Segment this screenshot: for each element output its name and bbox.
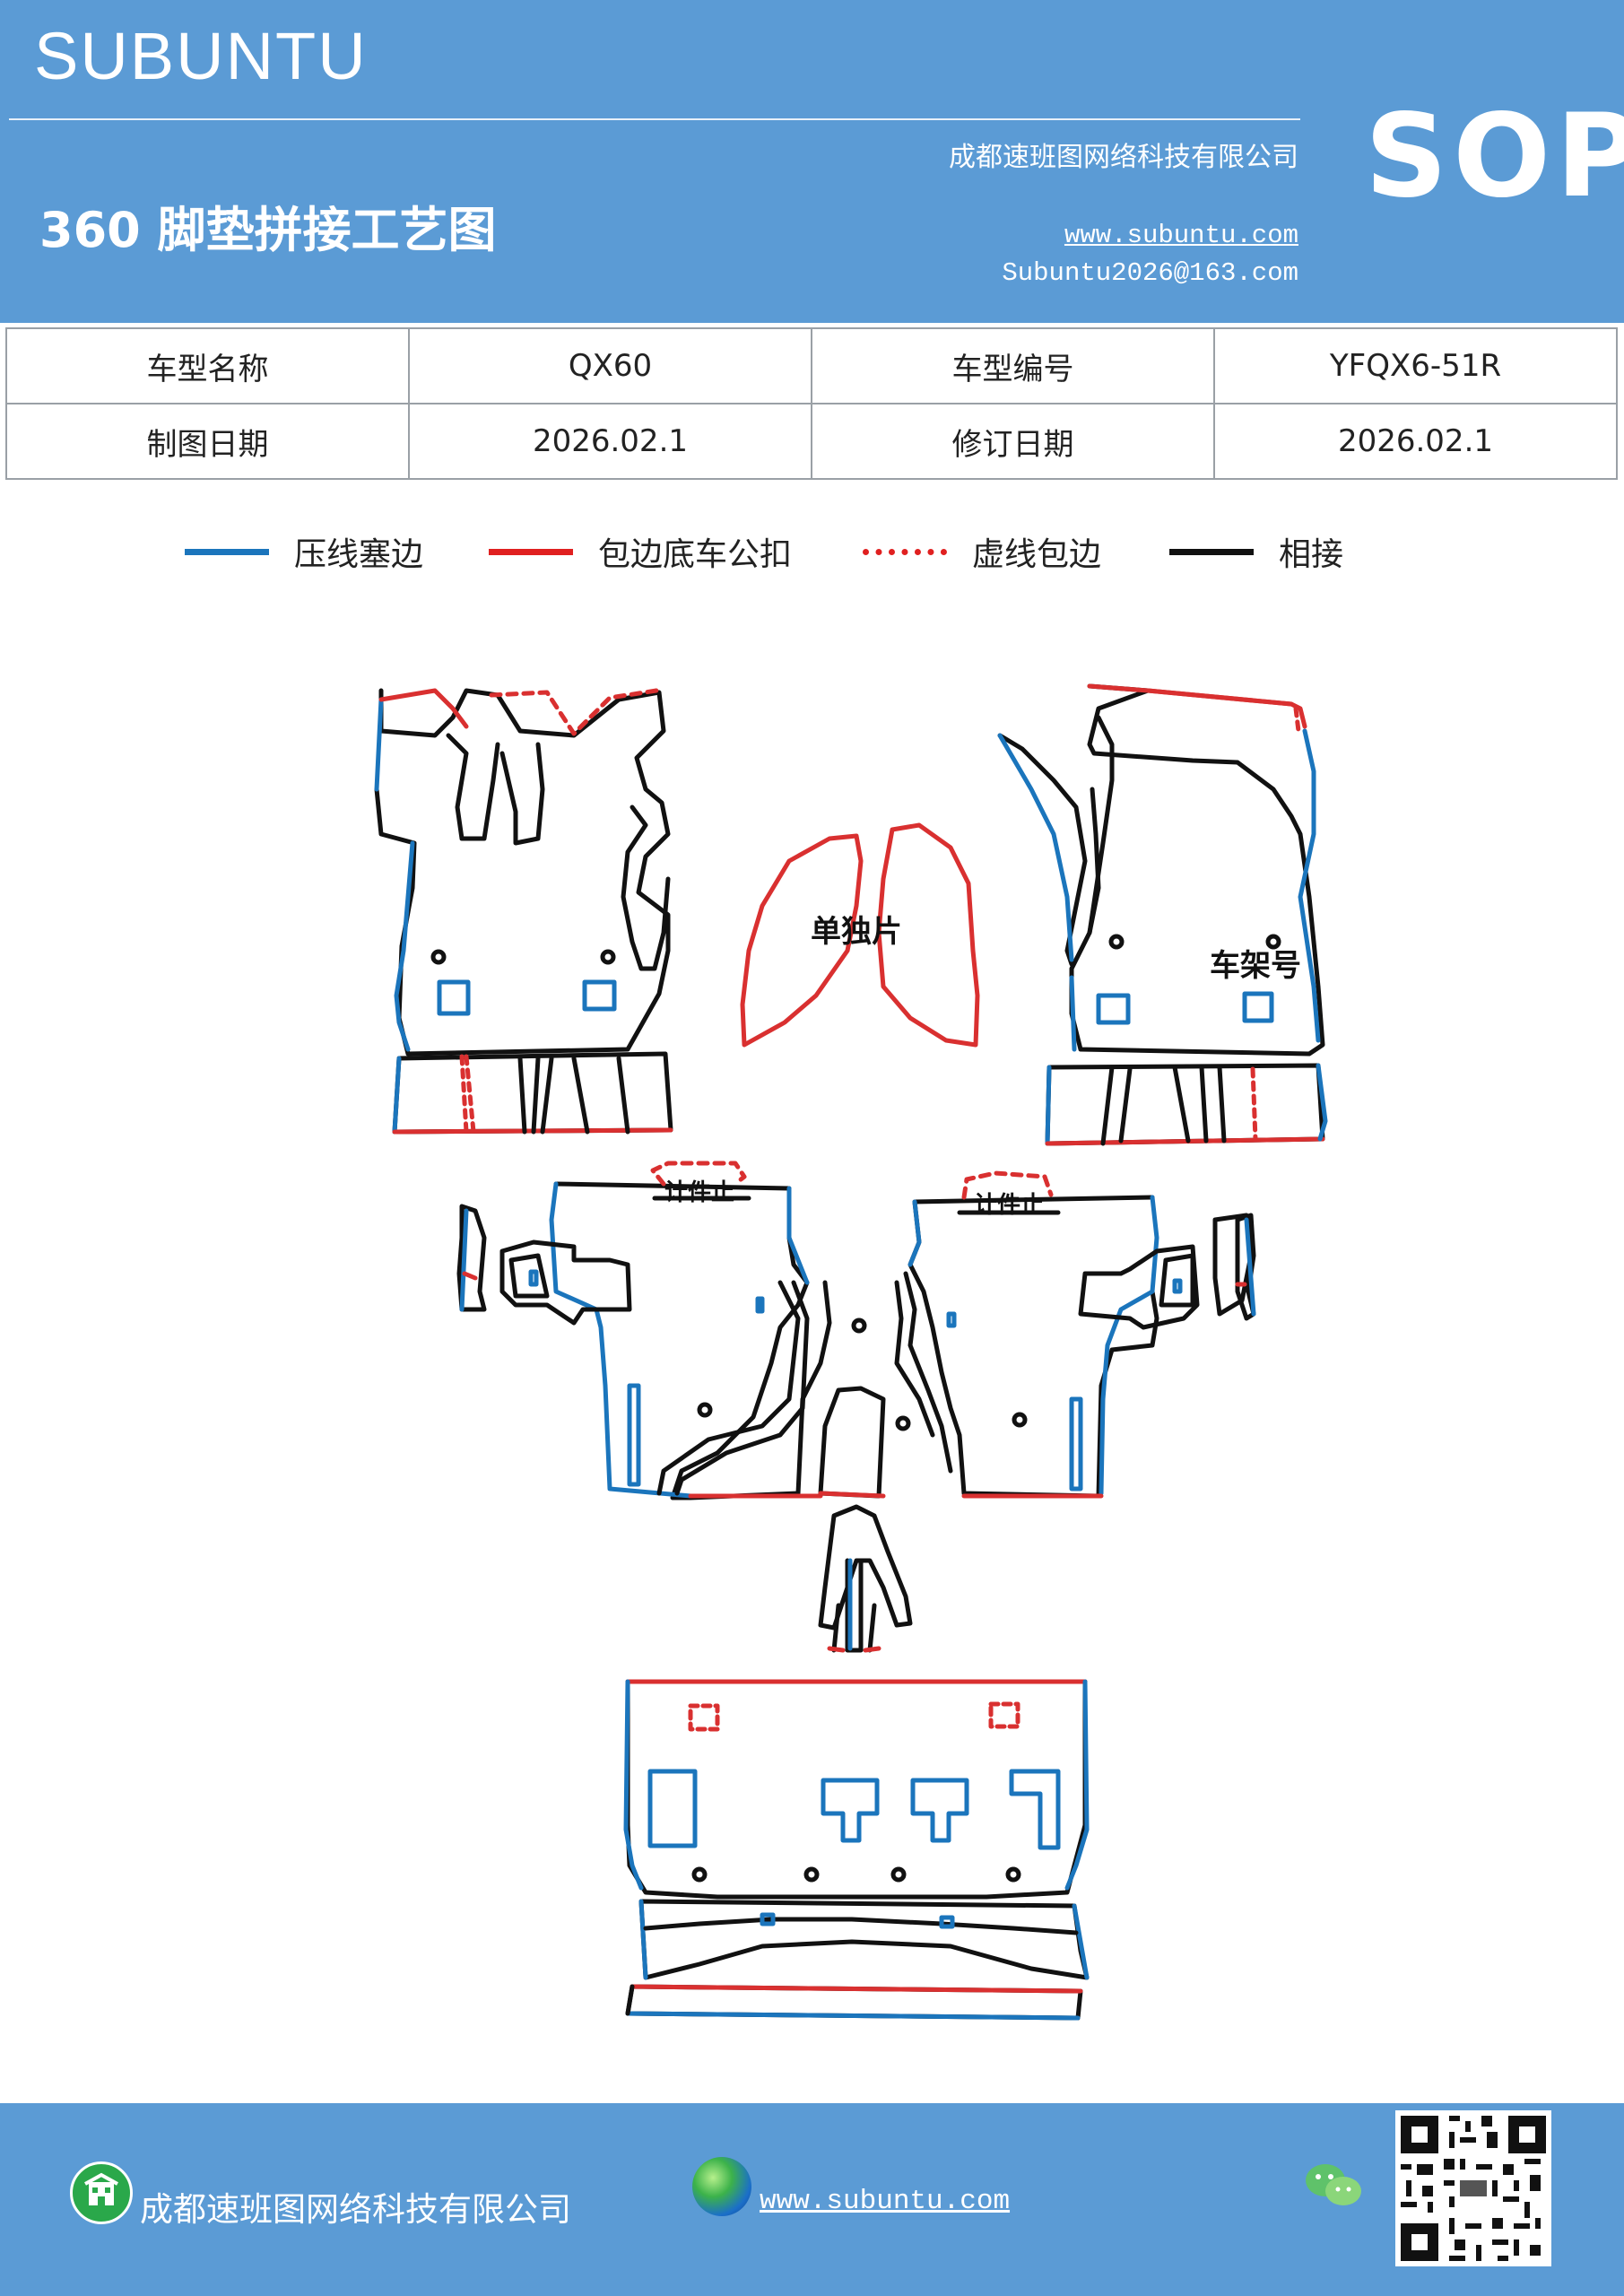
legend-item-edge-buckle: 包边底车公扣 <box>489 525 792 578</box>
header-company: 成都速班图网络科技有限公司 <box>949 142 1298 173</box>
svg-text:计件止: 计件止 <box>974 1192 1044 1219</box>
svg-text:计件止: 计件止 <box>664 1179 734 1206</box>
single-pieces <box>740 822 980 1048</box>
footer-banner: 成都速班图网络科技有限公司 www.subuntu.com <box>0 2103 1624 2296</box>
label-revision-date: 修订日期 <box>811 403 1215 480</box>
page-title: 360 脚垫拼接工艺图 <box>39 202 497 258</box>
middle-right-mat: 计件止 <box>818 1170 1256 1499</box>
legend-item-dashed-edge: 虚线包边 <box>863 525 1101 578</box>
center-tunnel-piece <box>818 1504 913 1653</box>
company-building-icon <box>70 2161 133 2224</box>
brand-name: SUBUNTU <box>34 19 368 93</box>
header-divider <box>9 118 1300 120</box>
value-model-name: QX60 <box>408 327 812 404</box>
qr-code <box>1395 2110 1551 2266</box>
legend-swatch-blue <box>185 548 269 555</box>
label-vin: 车架号 <box>1210 948 1301 984</box>
value-drawing-date: 2026.02.1 <box>408 403 812 480</box>
value-revision-date: 2026.02.1 <box>1213 403 1618 480</box>
header-website-link[interactable]: www.subuntu.com <box>1064 221 1298 250</box>
wechat-icon[interactable] <box>1302 2159 1365 2213</box>
sop-badge: SOP <box>1365 90 1624 223</box>
legend-swatch-red-dashed <box>863 548 947 555</box>
line-legend: 压线塞边 包边底车公扣 虚线包边 相接 <box>0 525 1624 578</box>
header-banner: SUBUNTU 360 脚垫拼接工艺图 成都速班图网络科技有限公司 www.su… <box>0 0 1624 323</box>
front-right-mat <box>997 683 1328 1146</box>
label-drawing-date: 制图日期 <box>5 403 410 480</box>
legend-label: 虚线包边 <box>972 536 1102 573</box>
globe-icon <box>692 2157 751 2216</box>
label-model-name: 车型名称 <box>5 327 410 404</box>
legend-label: 压线塞边 <box>294 536 424 573</box>
rear-mat <box>623 1679 1090 2021</box>
table-row: 车型名称 QX60 车型编号 YFQX6-51R <box>5 327 1618 404</box>
value-model-code: YFQX6-51R <box>1213 327 1618 404</box>
legend-swatch-black <box>1169 548 1254 555</box>
middle-left-mat: 计件止 <box>456 1161 832 1500</box>
legend-swatch-red <box>489 548 573 555</box>
front-left-mat <box>374 688 673 1135</box>
header-email[interactable]: Subuntu2026@163.com <box>1002 258 1298 288</box>
legend-item-press-line: 压线塞边 <box>185 525 423 578</box>
table-row: 制图日期 2026.02.1 修订日期 2026.02.1 <box>5 403 1618 480</box>
footer-company: 成都速班图网络科技有限公司 <box>140 2190 571 2229</box>
legend-label: 相接 <box>1279 536 1344 573</box>
legend-item-join: 相接 <box>1169 525 1343 578</box>
legend-label: 包边底车公扣 <box>598 536 793 573</box>
vehicle-info-table: 车型名称 QX60 车型编号 YFQX6-51R 制图日期 2026.02.1 … <box>5 327 1618 480</box>
label-single-piece: 单独片 <box>811 914 902 950</box>
footer-website-link[interactable]: www.subuntu.com <box>760 2186 1011 2217</box>
label-model-code: 车型编号 <box>811 327 1215 404</box>
